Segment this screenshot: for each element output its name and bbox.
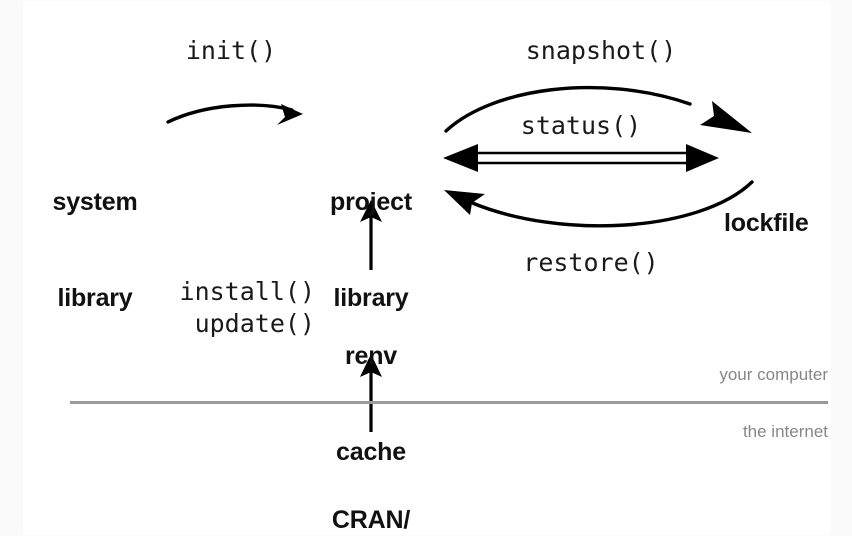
- node-cran-github-line1: CRAN/: [331, 506, 411, 534]
- node-system-library-line1: system: [52, 188, 138, 216]
- zone-label-your-computer: your computer: [719, 365, 828, 384]
- zone-label-the-internet: the internet: [742, 422, 828, 441]
- snapshot-arrow: [444, 85, 752, 133]
- edge-label-update: update(): [194, 309, 315, 338]
- cache-to-project-arrow: [360, 200, 382, 270]
- edge-label-status: status(): [520, 111, 642, 140]
- node-renv-cache-line2: cache: [336, 438, 406, 466]
- node-lockfile: lockfile: [724, 143, 844, 303]
- node-system-library: system library: [30, 122, 160, 378]
- edge-label-restore: restore(): [523, 248, 659, 277]
- edge-label-init: init(): [185, 36, 277, 65]
- node-project-library-line1: project: [330, 188, 412, 216]
- node-renv-cache-line1: renv: [344, 342, 397, 370]
- node-lockfile-line1: lockfile: [724, 209, 809, 237]
- edge-label-install: install(): [179, 277, 315, 306]
- init-arrow: [166, 103, 303, 125]
- edge-label-snapshot: snapshot(): [525, 36, 677, 65]
- node-project-library-line2: library: [333, 284, 409, 312]
- node-renv-cache: renv cache: [321, 276, 421, 532]
- node-cran-github: CRAN/ GitHub/...: [291, 440, 451, 536]
- status-arrow: [443, 144, 719, 172]
- node-system-library-line2: library: [57, 284, 133, 312]
- restore-arrow: [444, 180, 754, 228]
- node-project-library: project library: [311, 122, 431, 378]
